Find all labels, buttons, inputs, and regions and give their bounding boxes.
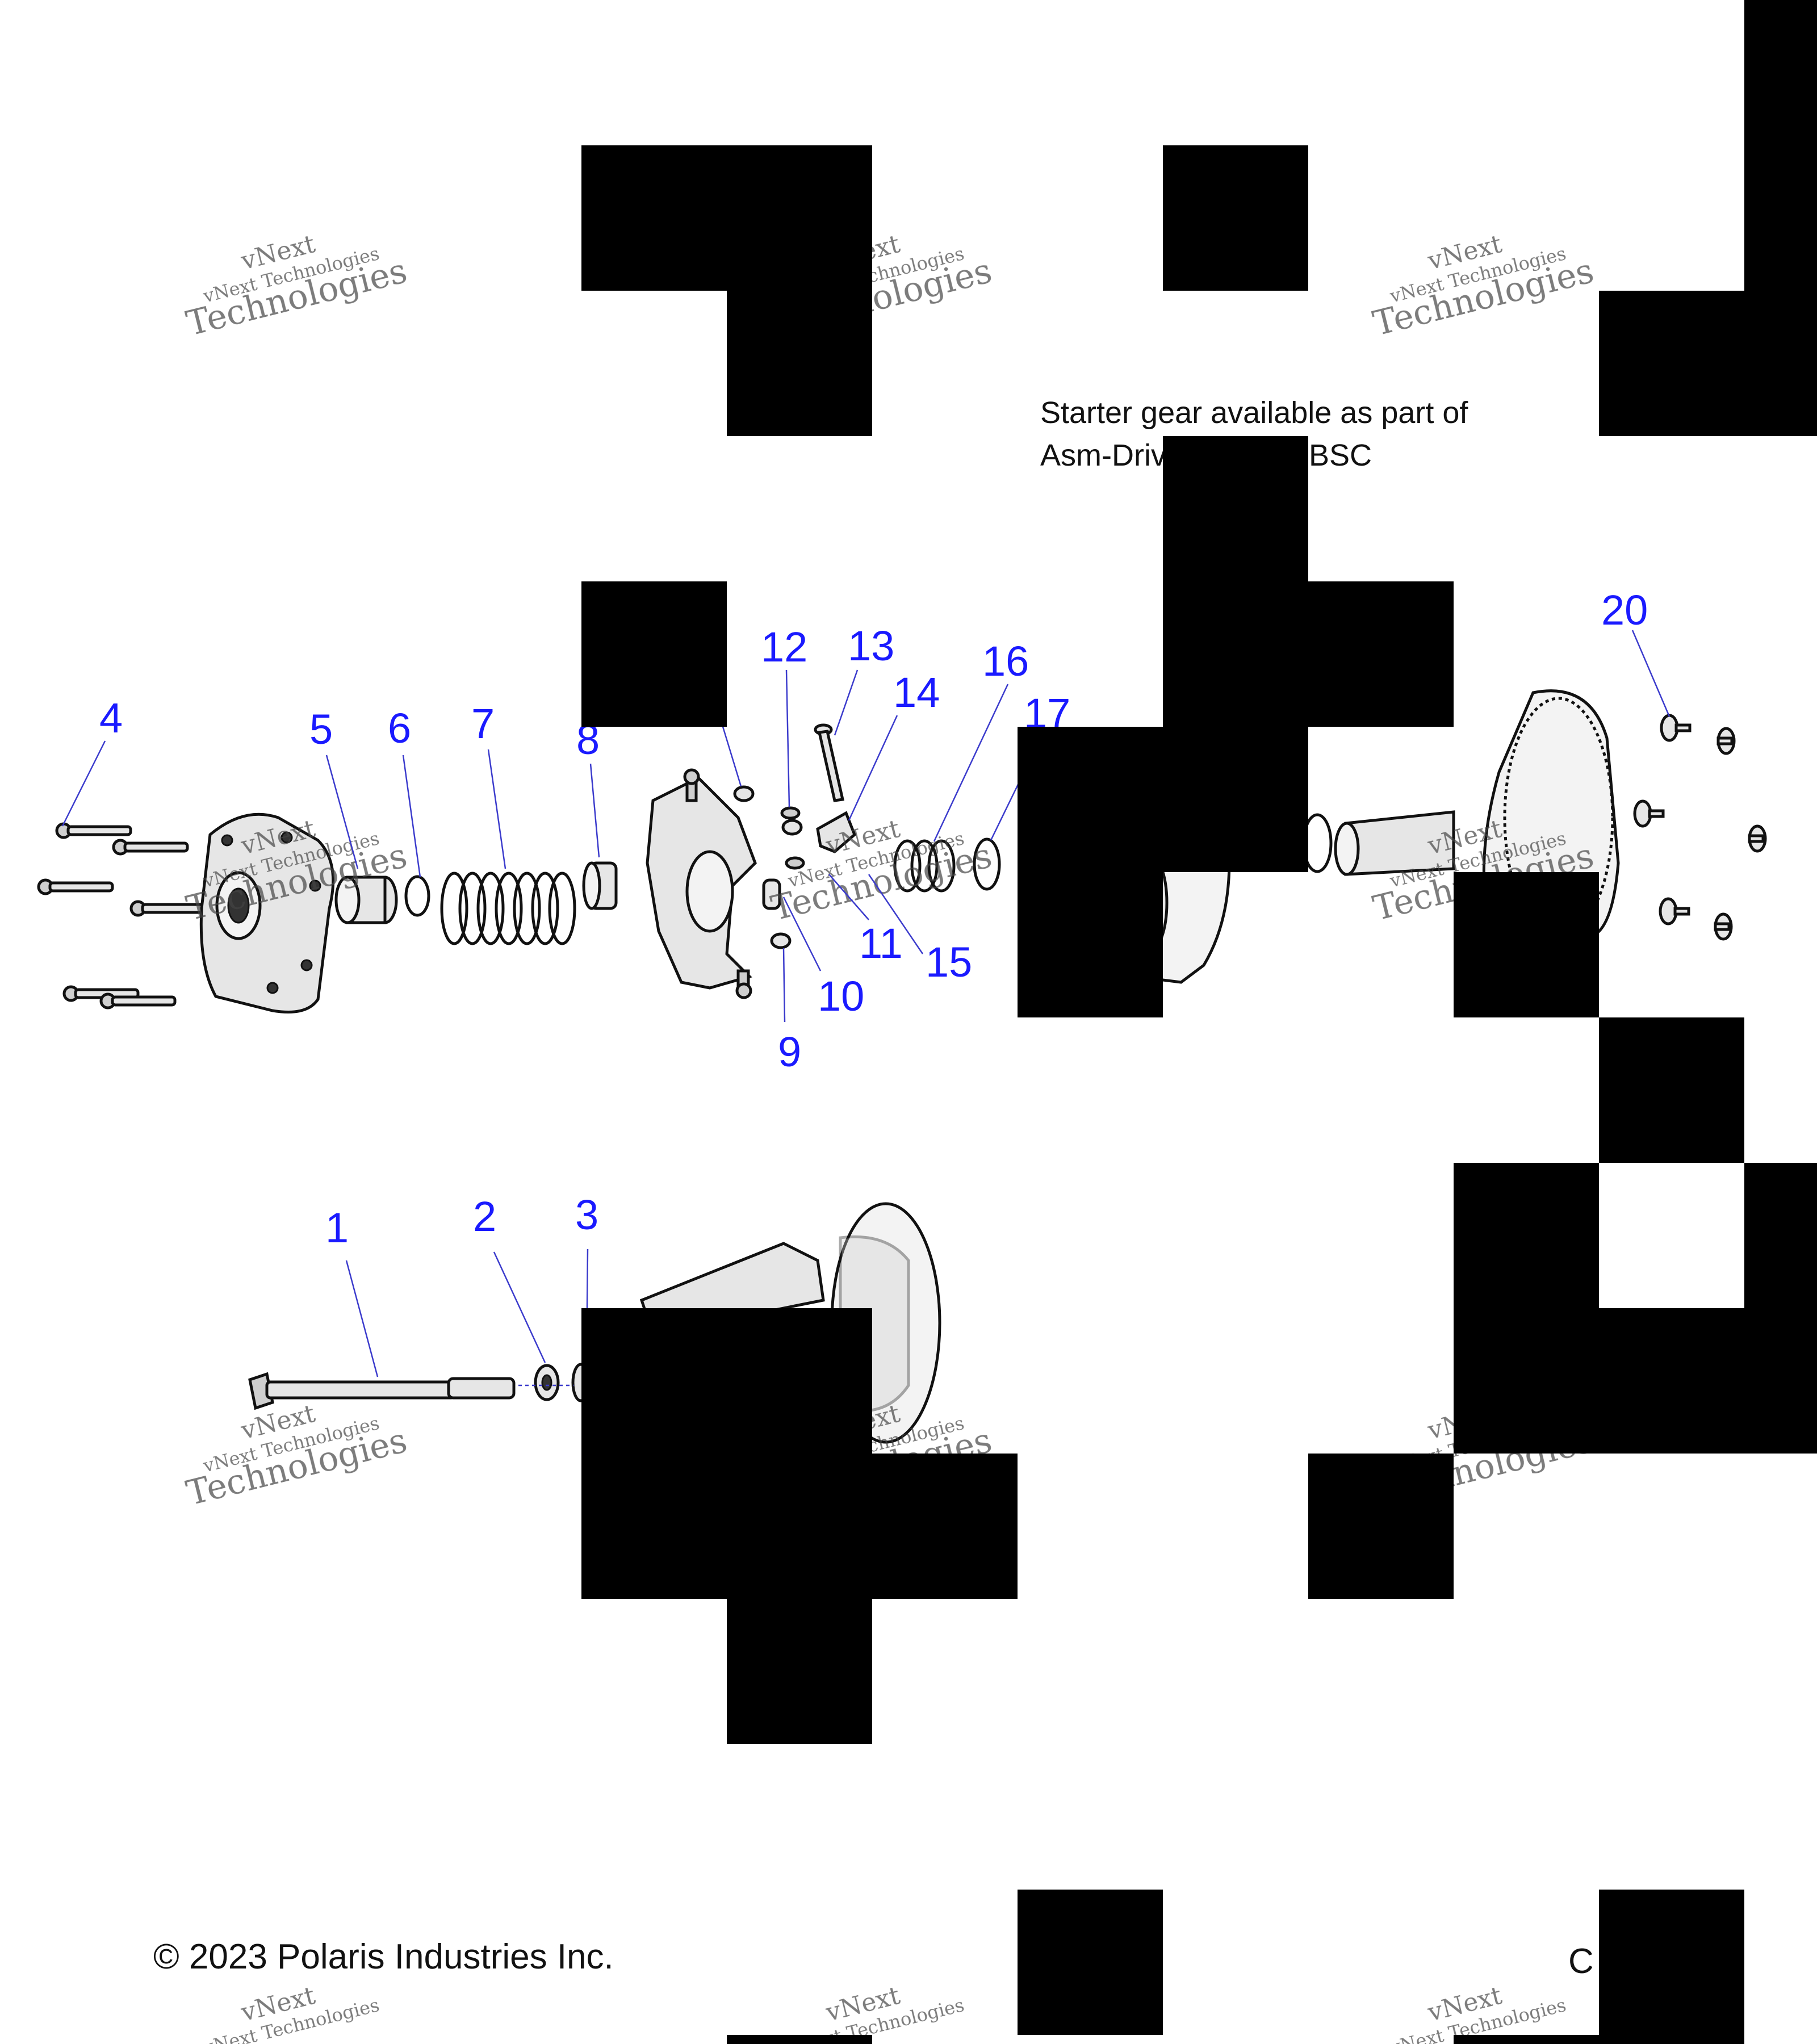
callout-5: 5 xyxy=(309,706,333,753)
cover-plate xyxy=(199,812,335,1013)
washer-12 xyxy=(780,806,801,820)
note-line-1: Starter gear available as part of xyxy=(1040,396,1468,430)
callout-10: 10 xyxy=(818,973,864,1020)
bolt xyxy=(37,878,114,895)
redaction-block xyxy=(1018,727,1308,872)
roller-12a xyxy=(733,785,755,802)
redaction-block xyxy=(1599,291,1817,436)
callout-4: 4 xyxy=(99,694,123,742)
callout-15: 15 xyxy=(926,939,972,986)
shim-set-16 xyxy=(893,839,956,893)
pin-13 xyxy=(814,723,845,802)
bolt xyxy=(129,900,207,917)
roller-9 xyxy=(770,932,792,949)
callout-numbers: 4 5 6 7 8 12 13 14 16 17 11 15 10 9 20 1… xyxy=(99,587,1648,1251)
redaction-block xyxy=(1018,872,1163,1017)
callout-13: 13 xyxy=(848,622,894,669)
note-line-2-left: Asm-Driv xyxy=(1040,438,1166,472)
callout-2: 2 xyxy=(473,1193,496,1240)
redaction-block xyxy=(1744,0,1817,291)
callout-16: 16 xyxy=(982,638,1029,685)
copyright-text: © 2023 Polaris Industries Inc. xyxy=(153,1937,614,1976)
callout-7: 7 xyxy=(471,700,495,747)
weight-14 xyxy=(816,811,856,853)
callout-3: 3 xyxy=(575,1191,598,1238)
redaction-block xyxy=(1163,436,1308,581)
snap-ring-6 xyxy=(404,875,430,917)
redaction-block xyxy=(1163,145,1308,291)
callout-20: 20 xyxy=(1601,587,1648,634)
callout-12: 12 xyxy=(761,623,807,671)
bushing-10 xyxy=(762,878,781,910)
roller-right xyxy=(781,819,803,836)
washer-11 xyxy=(785,856,805,870)
bolt xyxy=(112,839,189,856)
spring-7 xyxy=(440,872,576,945)
redaction-block xyxy=(1018,1890,1163,2035)
redaction-block xyxy=(727,1599,872,1744)
redaction-block xyxy=(1454,1163,1599,1454)
redaction-block xyxy=(872,1454,1018,1599)
spider-assembly xyxy=(646,768,757,999)
callout-1: 1 xyxy=(325,1204,349,1251)
redaction-block xyxy=(1744,1163,1817,1454)
corner-fragment-text: C xyxy=(1568,1942,1594,1981)
redaction-block xyxy=(1599,1890,1744,2044)
redaction-block xyxy=(581,581,727,727)
callout-11: 11 xyxy=(859,920,903,967)
redaction-block xyxy=(1599,1308,1744,1454)
redaction-block xyxy=(727,2035,872,2044)
clutch-bolt-1 xyxy=(248,1372,516,1410)
bolt xyxy=(99,992,177,1010)
seal-17 xyxy=(973,837,1001,891)
redaction-block xyxy=(1454,2035,1599,2044)
spring-cup-8 xyxy=(582,861,618,910)
callout-9: 9 xyxy=(778,1028,801,1075)
drive-sheave-bottom xyxy=(639,1202,941,1444)
bolt-set-4 xyxy=(37,822,207,1010)
callout-6: 6 xyxy=(388,705,411,752)
redaction-block xyxy=(1454,872,1599,1017)
note-line-2-right: BSC xyxy=(1309,438,1372,472)
redaction-block xyxy=(1308,1454,1454,1599)
bushing-5 xyxy=(334,876,398,924)
redaction-block xyxy=(1599,1017,1744,1163)
starter-gear-note: Starter gear available as part of Asm-Dr… xyxy=(1040,396,1468,472)
redaction-block xyxy=(727,291,872,436)
redaction-blocks xyxy=(581,0,1817,2044)
bolt xyxy=(55,822,132,839)
screw-set-20 xyxy=(1633,714,1767,941)
callout-14: 14 xyxy=(893,669,940,716)
redaction-block xyxy=(581,145,872,291)
redaction-block xyxy=(1163,581,1454,727)
watermark-group: vNext vNext Technologies Technologies vN… xyxy=(182,229,1597,2044)
redaction-block xyxy=(581,1308,872,1599)
